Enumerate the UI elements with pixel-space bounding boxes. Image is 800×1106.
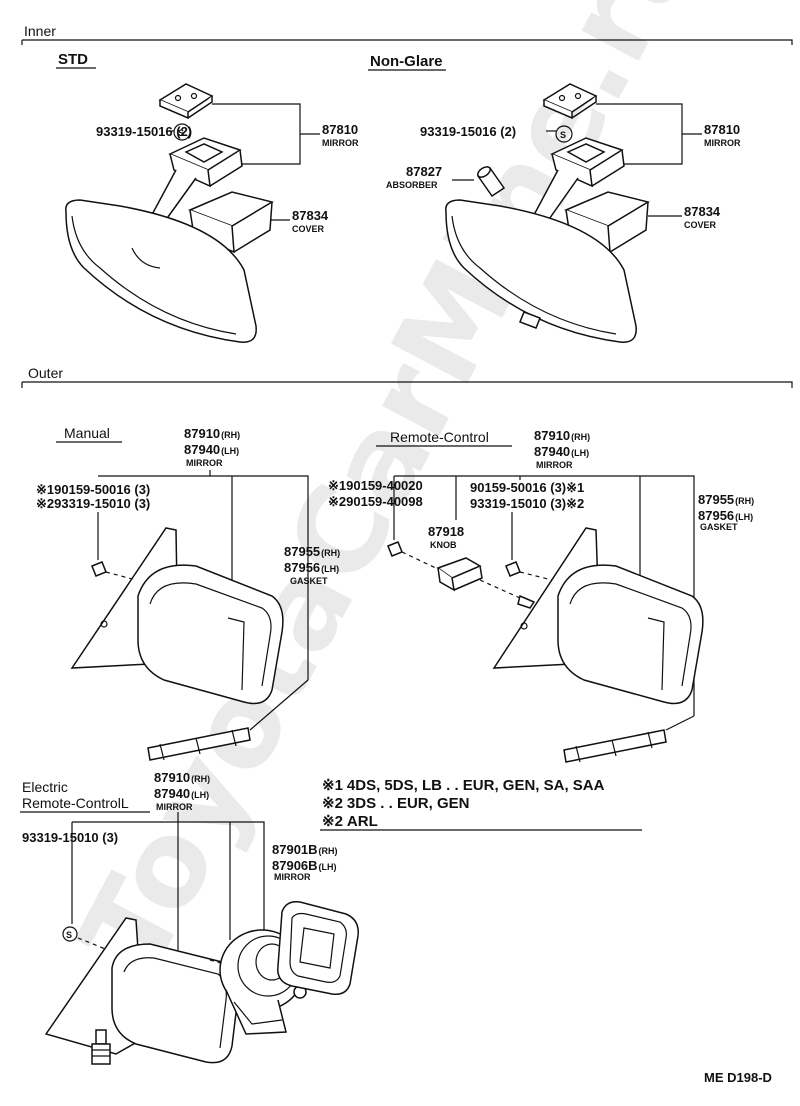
electric-mirror-rh: 87910(RH) bbox=[154, 770, 210, 785]
std-cover-pn: 87834 bbox=[292, 208, 329, 223]
manual-gasket-part bbox=[147, 727, 251, 761]
electric-mirror-name: MIRROR bbox=[156, 802, 193, 812]
remote-screw-b1: 90159-50016 (3)※1 bbox=[470, 480, 584, 495]
remote-mirror-lh: 87940(LH) bbox=[534, 444, 589, 459]
knob-name: KNOB bbox=[430, 540, 457, 550]
std-mirror-leader bbox=[212, 103, 320, 165]
nonglare-cover-pn: 87834 bbox=[684, 204, 721, 219]
section-title-outer: Outer bbox=[28, 365, 63, 381]
electric-screw-label: 93319-15010 (3) bbox=[22, 830, 118, 845]
manual-leader-lines bbox=[97, 470, 309, 680]
std-mirror-mount bbox=[141, 137, 243, 235]
nonglare-mirror-pn: 87810 bbox=[704, 122, 740, 137]
remote-mirror-name: MIRROR bbox=[536, 460, 573, 470]
svg-text:S: S bbox=[560, 130, 566, 140]
electric-mirror-glass bbox=[277, 900, 359, 996]
std-mirror-pn: 87810 bbox=[322, 122, 358, 137]
remote-screw-parts bbox=[387, 541, 553, 581]
manual-title: Manual bbox=[64, 425, 110, 441]
screw-symbol-icon bbox=[62, 926, 78, 942]
screw-symbol-icon bbox=[555, 125, 573, 143]
remote-gasket-rh: 87955(RH) bbox=[698, 492, 754, 507]
remote-screw-a1: ※190159-40020 bbox=[328, 478, 423, 493]
remote-leader-lines bbox=[393, 475, 695, 716]
nonglare-cover-name: COVER bbox=[684, 220, 717, 230]
drawing-code: ME D198-D bbox=[704, 1070, 772, 1085]
section-bracket-outer bbox=[21, 381, 793, 388]
nonglare-screw-label: 93319-15016 (2) bbox=[420, 124, 516, 139]
manual-mirror-rh: 87910(RH) bbox=[184, 426, 240, 441]
electric-glass-name: MIRROR bbox=[274, 872, 311, 882]
manual-mirror-assembly bbox=[70, 527, 284, 705]
remote-screw-b2: 93319-15010 (3)※2 bbox=[470, 496, 584, 511]
electric-title-line2: Remote-ControlL bbox=[22, 795, 129, 811]
electric-actuator-motor bbox=[209, 929, 307, 1035]
remote-gasket-lh: 87956(LH) bbox=[698, 508, 753, 523]
section-bracket-inner bbox=[21, 39, 793, 45]
knob-part bbox=[436, 557, 536, 609]
manual-mirror-lh: 87940(LH) bbox=[184, 442, 239, 457]
std-mirror-name: MIRROR bbox=[322, 138, 359, 148]
svg-text:S: S bbox=[66, 930, 72, 940]
manual-gasket-rh: 87955(RH) bbox=[284, 544, 340, 559]
electric-glass-lh: 87906B(LH) bbox=[272, 858, 337, 873]
remote-gasket-name: GASKET bbox=[700, 522, 738, 532]
screw-symbol-icon bbox=[173, 123, 191, 141]
nonglare-mirror-leader bbox=[596, 103, 702, 165]
electric-leader-lines bbox=[71, 812, 265, 950]
absorber-pn: 87827 bbox=[406, 164, 442, 179]
std-screw-label: 93319-15016 (2) bbox=[96, 124, 192, 139]
manual-mirror-name: MIRROR bbox=[186, 458, 223, 468]
electric-mirror-lh: 87940(LH) bbox=[154, 786, 209, 801]
manual-screw-1: ※190159-50016 (3) bbox=[36, 482, 150, 497]
nonglare-title: Non-Glare bbox=[370, 53, 443, 70]
absorber-part bbox=[476, 166, 506, 198]
remote-screw-a2: ※290159-40098 bbox=[328, 494, 423, 509]
remote-title: Remote-Control bbox=[390, 429, 489, 445]
electric-mirror-housing bbox=[44, 917, 239, 1065]
nonglare-bracket-plate bbox=[542, 83, 598, 120]
manual-screw-part bbox=[91, 561, 137, 581]
manual-gasket-lh: 87956(LH) bbox=[284, 560, 339, 575]
remote-mirror-rh: 87910(RH) bbox=[534, 428, 590, 443]
remote-mirror-assembly bbox=[492, 527, 704, 705]
electric-title-line1: Electric bbox=[22, 779, 68, 795]
std-mirror-body bbox=[65, 199, 257, 343]
absorber-name: ABSORBER bbox=[386, 180, 438, 190]
manual-screw-2: ※293319-15010 (3) bbox=[36, 496, 150, 511]
remote-gasket-part bbox=[563, 729, 667, 763]
nonglare-mirror-name: MIRROR bbox=[704, 138, 741, 148]
knob-pn: 87918 bbox=[428, 524, 464, 539]
std-cover-name: COVER bbox=[292, 224, 325, 234]
svg-text:S: S bbox=[178, 128, 184, 138]
electric-glass-rh: 87901B(RH) bbox=[272, 842, 338, 857]
std-bracket-plate bbox=[158, 83, 214, 120]
nonglare-mirror-body bbox=[445, 199, 637, 343]
std-title: STD bbox=[58, 51, 88, 68]
std-cover bbox=[188, 191, 274, 254]
section-title-inner: Inner bbox=[24, 23, 56, 39]
manual-gasket-name: GASKET bbox=[290, 576, 328, 586]
